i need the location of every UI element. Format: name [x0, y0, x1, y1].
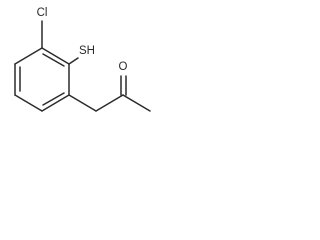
ring-bond-c3-c4 [41, 94, 70, 112]
bond-ring-ch2 [68, 94, 97, 112]
ring-bond-c6-c1 [14, 47, 43, 65]
atom-label-thiol: SH [79, 45, 95, 57]
bond-ch2-carbonyl [95, 94, 124, 112]
atom-label-chlorine: Cl [37, 7, 48, 19]
ring-bond-c1-c2 [41, 47, 70, 65]
bond-carbonyl-methyl [122, 94, 151, 112]
benzene-ring [14, 47, 70, 112]
molecule-structure-diagram: Cl SH O [14, 7, 151, 112]
atom-label-oxygen: O [119, 61, 128, 73]
bond-c-s [68, 57, 79, 65]
ring-double-bond-c1-c2 [42, 53, 65, 67]
ring-bond-c4-c5 [14, 94, 43, 112]
ring-double-bond-c3-c4 [42, 92, 65, 106]
